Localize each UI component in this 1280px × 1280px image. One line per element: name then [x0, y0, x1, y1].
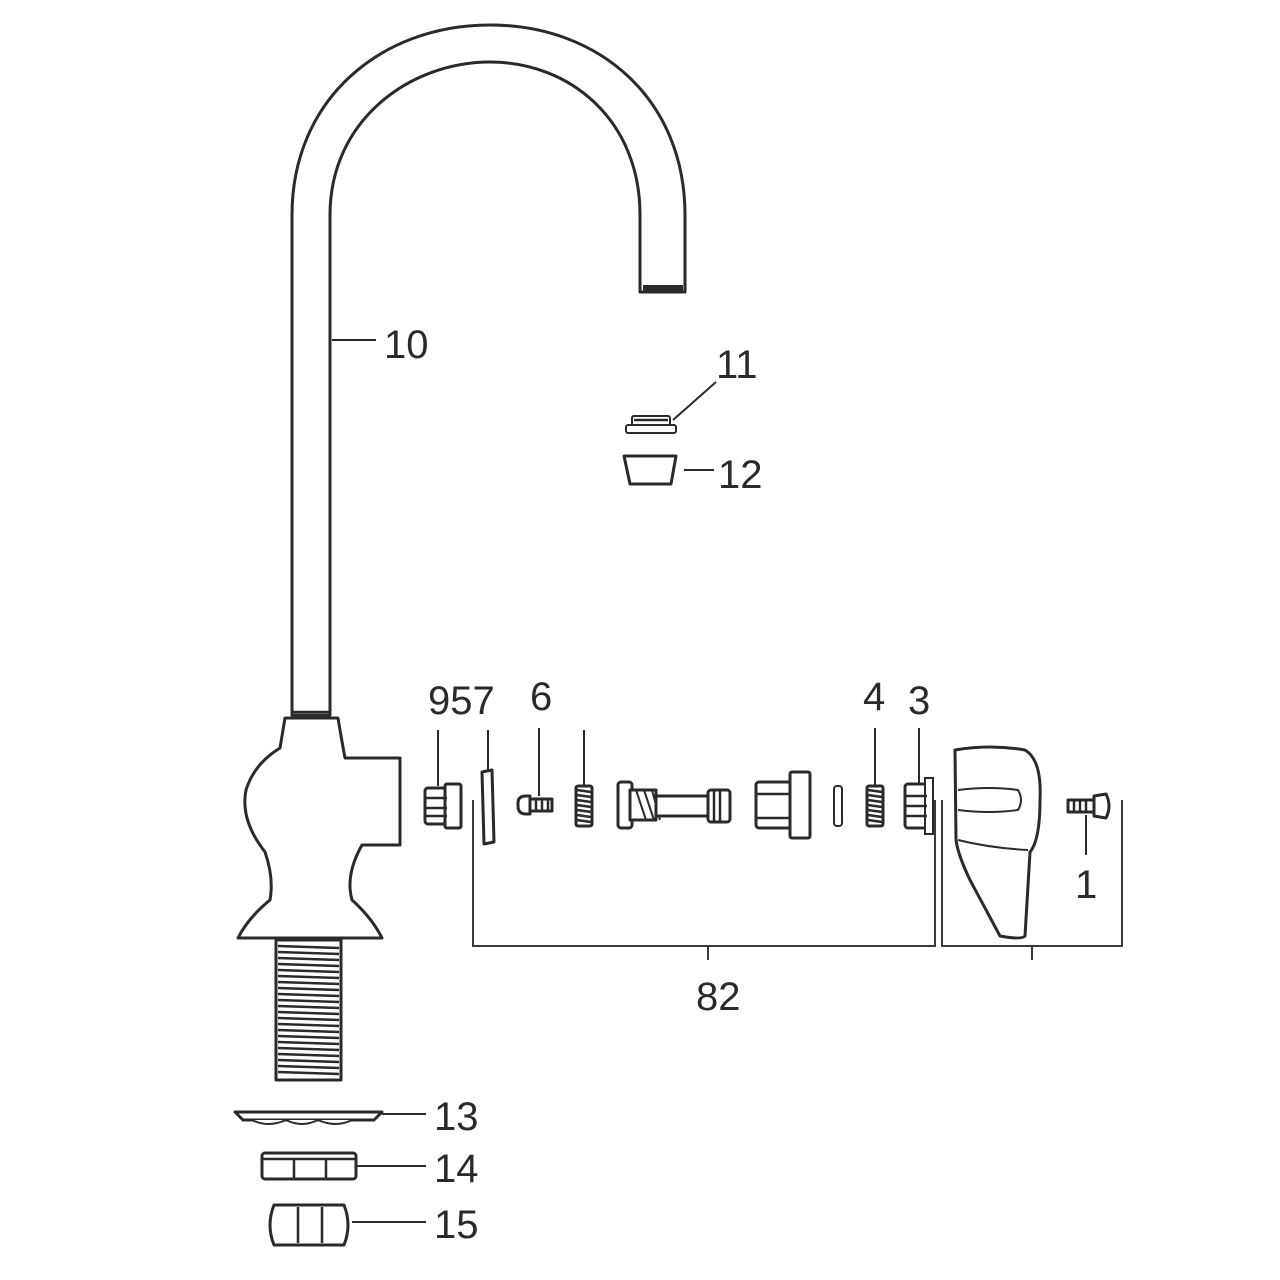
callout-10: 10 [384, 323, 429, 367]
callout-4: 4 [863, 675, 885, 719]
coupling-nut [268, 1203, 350, 1247]
callout-82: 82 [696, 975, 741, 1019]
leader-lines [332, 339, 1087, 1223]
gooseneck-spout [290, 23, 687, 717]
bonnet-nut [754, 770, 812, 840]
gasket-5 [480, 768, 496, 846]
callout-957: 957 [428, 679, 495, 723]
handle-assembly-bracket [941, 800, 1123, 960]
lever-handle [953, 745, 1042, 940]
callout-15: 15 [434, 1203, 479, 1247]
callout-1: 1 [1075, 863, 1097, 907]
aerator-insert [625, 415, 677, 434]
valve-stem [616, 780, 732, 830]
locknut [260, 1151, 358, 1181]
o-ring [833, 785, 843, 827]
mounting-washer [233, 1110, 384, 1125]
handle-screw [1066, 792, 1111, 820]
spring [574, 784, 594, 828]
cartridge-assembly-bracket [472, 800, 936, 960]
callout-11: 11 [716, 343, 758, 387]
callout-12: 12 [718, 453, 763, 497]
faucet-body [236, 716, 402, 940]
packing-4 [865, 784, 885, 828]
callout-14: 14 [434, 1147, 479, 1191]
callout-13: 13 [434, 1095, 479, 1139]
callout-3: 3 [908, 679, 930, 723]
seat-washer-9 [423, 782, 463, 830]
callout-6: 6 [530, 675, 552, 719]
packing-nut-3 [903, 777, 934, 835]
screw-6 [516, 794, 554, 816]
aerator-cap [622, 454, 678, 486]
threaded-shank [274, 938, 343, 1082]
